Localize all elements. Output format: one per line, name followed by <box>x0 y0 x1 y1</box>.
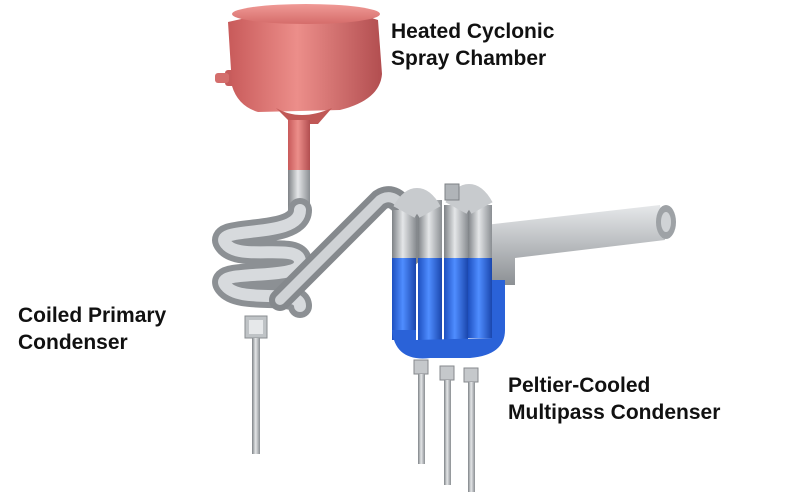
primary-condenser-label-line1: Coiled Primary <box>18 304 167 327</box>
exit-arm <box>485 205 676 285</box>
multipass-condenser-label-line1: Peltier-Cooled <box>508 374 651 397</box>
spray-chamber-label: Heated Cyclonic Spray Chamber <box>391 18 554 72</box>
spray-chamber-label-line2: Spray Chamber <box>391 47 547 70</box>
multipass-condenser-label-line2: Multipass Condenser <box>508 401 721 424</box>
coiled-primary-condenser <box>212 170 313 454</box>
spray-chamber <box>215 4 382 172</box>
multipass-condenser <box>392 183 676 492</box>
primary-condenser-label-line2: Condenser <box>18 331 128 354</box>
spray-chamber-label-line1: Heated Cyclonic <box>391 20 555 43</box>
multipass-condenser-label: Peltier-Cooled Multipass Condenser <box>508 372 720 426</box>
primary-condenser-label: Coiled Primary Condenser <box>18 302 166 356</box>
